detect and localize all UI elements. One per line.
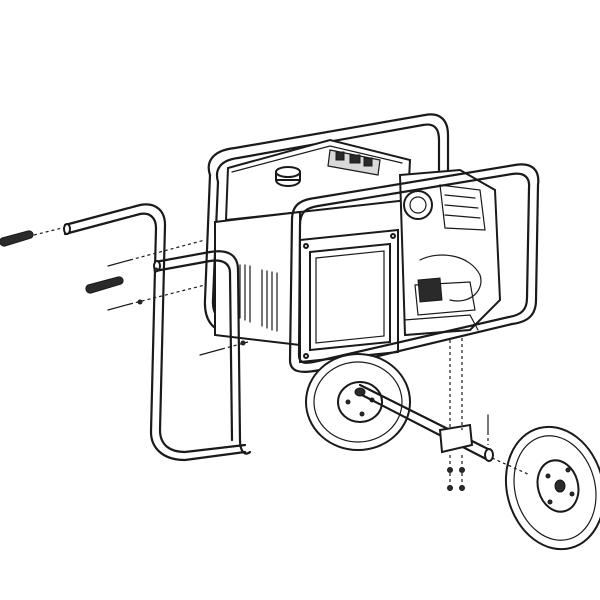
axle [358, 383, 494, 462]
axle-bracket [438, 423, 474, 454]
handle-bolts [107, 239, 249, 356]
grip-upper [0, 227, 63, 247]
side-panel [214, 210, 301, 347]
grip-lower [85, 276, 124, 294]
generator-body [214, 138, 502, 364]
handle-bar [63, 203, 252, 462]
vent-grille [239, 264, 278, 332]
wheel-right [491, 425, 600, 551]
wheel-left [305, 353, 411, 451]
mount-bolts [447, 338, 489, 491]
air-filter-icon [403, 190, 433, 220]
front-frame-tube [288, 163, 540, 373]
